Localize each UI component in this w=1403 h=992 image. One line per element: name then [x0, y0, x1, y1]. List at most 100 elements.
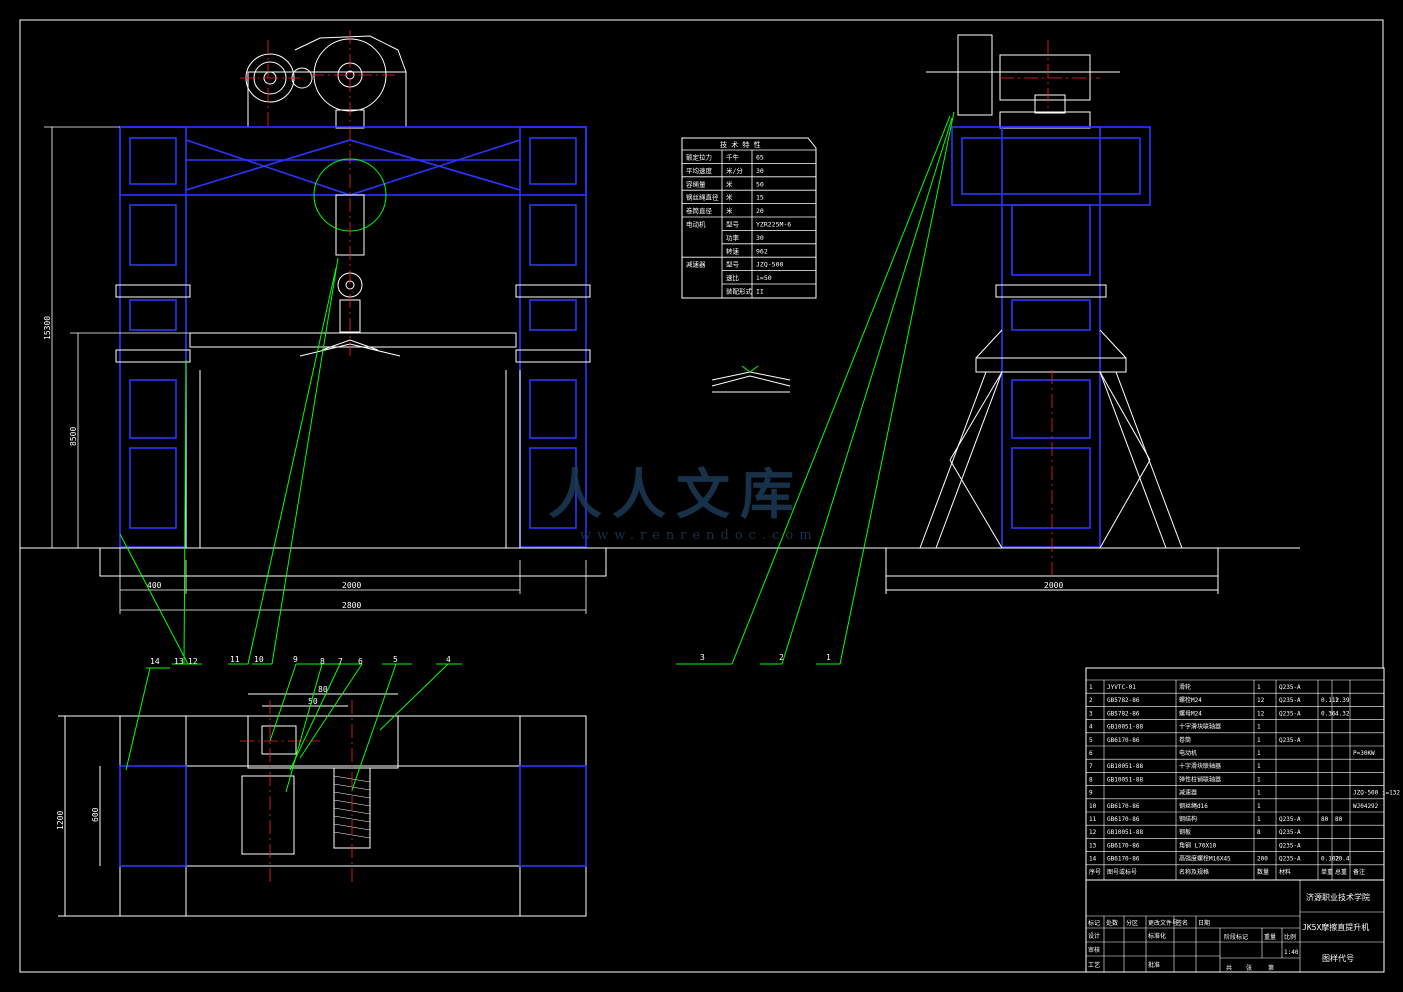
parts-cell-code: GB10051-88 — [1107, 724, 1144, 731]
tech-row-unit: 速比 — [726, 273, 740, 282]
balloon-10: 10 — [254, 655, 264, 664]
tech-row-value: YZR225M-6 — [756, 221, 791, 229]
parts-cell-name: 钢丝绳d16 — [1179, 802, 1208, 810]
tb-std: 标准化 — [1148, 932, 1166, 940]
tech-row-unit: 米 — [726, 179, 733, 188]
parts-header-note: 备注 — [1353, 868, 1365, 876]
parts-cell-no: 7 — [1089, 763, 1093, 770]
dim-plan-height-b: 600 — [91, 807, 100, 822]
dim-plan-width-a: 80 — [318, 685, 328, 694]
tb-review: 审核 — [1088, 946, 1100, 954]
tb-sheet-no: 第 — [1268, 964, 1274, 972]
tech-row-unit: 装配形式 — [726, 287, 753, 296]
parts-cell-code: GB10051-88 — [1107, 763, 1144, 770]
tb-school: 济源职业技术学院 — [1306, 892, 1370, 902]
balloon-8: 8 — [320, 657, 325, 666]
parts-cell-note: WJ04292 — [1353, 803, 1379, 810]
parts-cell-qty: 1 — [1257, 790, 1261, 797]
parts-header-qty: 数量 — [1257, 868, 1269, 876]
parts-cell-no: 10 — [1089, 803, 1097, 810]
parts-cell-name: 十字滑块联轴器 — [1179, 762, 1221, 770]
balloon-11: 11 — [230, 655, 240, 664]
tech-row-unit: 千牛 — [726, 153, 740, 162]
tech-table-title: 技 术 特 性 — [720, 140, 761, 149]
parts-cell-no: 14 — [1089, 856, 1097, 863]
parts-cell-no: 11 — [1089, 816, 1097, 823]
tech-row-label: 卷筒直径 — [686, 206, 713, 215]
parts-cell-no: 6 — [1089, 750, 1093, 757]
tech-row-value: 20 — [756, 207, 764, 215]
parts-cell-no: 5 — [1089, 737, 1093, 744]
parts-cell-no: 4 — [1089, 724, 1093, 731]
parts-cell-mat: Q235-A — [1279, 684, 1301, 691]
balloon-13: 13 — [174, 657, 184, 666]
parts-cell-mat: Q235-A — [1279, 816, 1301, 823]
parts-cell-name: 钢板 — [1179, 828, 1191, 836]
dim-inner-width: 2000 — [342, 581, 361, 590]
parts-header-mat: 材料 — [1279, 868, 1291, 876]
dim-inner-height: 8500 — [69, 427, 78, 446]
parts-cell-mat: Q235-A — [1279, 710, 1301, 717]
balloon-3: 3 — [700, 653, 705, 662]
side-frame — [951, 126, 1151, 548]
parts-cell-w2: 1.39 — [1335, 697, 1350, 704]
tech-row-label: 电动机 — [686, 220, 706, 229]
leader-lines — [119, 111, 955, 793]
tech-row-value: 15 — [756, 194, 764, 202]
parts-cell-name: 螺母M24 — [1179, 709, 1202, 717]
tech-row-value: 50 — [756, 180, 764, 188]
parts-header-name: 名称及规格 — [1179, 868, 1209, 876]
balloon-labels: 1 2 3 4 5 6 7 8 9 10 11 12 13 14 — [150, 653, 831, 666]
tech-row-value: 65 — [756, 154, 764, 162]
parts-header-no: 序号 — [1089, 868, 1101, 876]
parts-header-code: 图号或标号 — [1107, 868, 1137, 876]
dim-left-offset: 400 — [147, 581, 162, 590]
parts-cell-name: 卷筒 — [1179, 736, 1191, 744]
parts-cell-mat: Q235-A — [1279, 697, 1301, 704]
dim-side-width: 2000 — [1044, 581, 1063, 590]
tb-weight: 重量 — [1264, 933, 1276, 941]
tb-zone: 分区 — [1126, 919, 1138, 927]
parts-cell-name: 弹性柱销联轴器 — [1179, 775, 1221, 783]
tech-row-value: 30 — [756, 167, 764, 175]
plan-view — [58, 693, 587, 917]
parts-cell-qty: 1 — [1257, 816, 1261, 823]
parts-cell-mat: Q235-A — [1279, 737, 1301, 744]
tb-stage: 阶段标记 — [1224, 933, 1248, 941]
tb-drawing-code: 图样代号 — [1322, 953, 1354, 963]
parts-cell-w1: 0.102 — [1321, 856, 1339, 863]
tb-approve: 批准 — [1148, 961, 1160, 969]
dim-total-width: 2800 — [342, 601, 361, 610]
balloon-6: 6 — [358, 657, 363, 666]
parts-cell-qty: 1 — [1257, 803, 1261, 810]
tech-row-unit: 功率 — [726, 233, 740, 242]
parts-cell-no: 8 — [1089, 776, 1093, 783]
parts-cell-mat: Q235-A — [1279, 842, 1301, 849]
parts-cell-name: 角钢 L70X10 — [1179, 841, 1217, 849]
tech-row-label: 钢丝绳直径 — [686, 193, 719, 202]
tech-row-value: JZQ-500 — [756, 261, 783, 269]
parts-cell-code: GB6170-86 — [1107, 803, 1140, 810]
tech-row-unit: 型号 — [726, 260, 740, 269]
balloon-9: 9 — [293, 655, 298, 664]
tech-row-value: 30 — [756, 234, 764, 242]
parts-cell-qty: 12 — [1257, 697, 1265, 704]
parts-cell-code: GB6170-86 — [1107, 816, 1140, 823]
tech-row-value: i=50 — [756, 274, 772, 282]
parts-cell-w2: 4.32 — [1335, 710, 1350, 717]
tech-row-value: II — [756, 288, 764, 296]
parts-cell-note: P=30KW — [1353, 750, 1375, 757]
tech-row-value: 962 — [756, 247, 768, 255]
dim-total-height: 15300 — [43, 316, 52, 340]
tech-row-unit: 型号 — [726, 220, 740, 229]
balloon-7: 7 — [338, 657, 343, 666]
parts-cell-qty: 12 — [1257, 710, 1265, 717]
parts-cell-w1: 0.112 — [1321, 697, 1339, 704]
tb-sheets-total: 共 — [1226, 964, 1232, 972]
parts-cell-code: GB6170-86 — [1107, 842, 1140, 849]
title-block: 标记 处数 分区 更改文件号 签名 日期 设计 标准化 阶段标记 重量 比例 1… — [1085, 879, 1385, 973]
tech-row-label: 平均速度 — [686, 166, 713, 175]
parts-cell-w1: 0.36 — [1321, 710, 1336, 717]
